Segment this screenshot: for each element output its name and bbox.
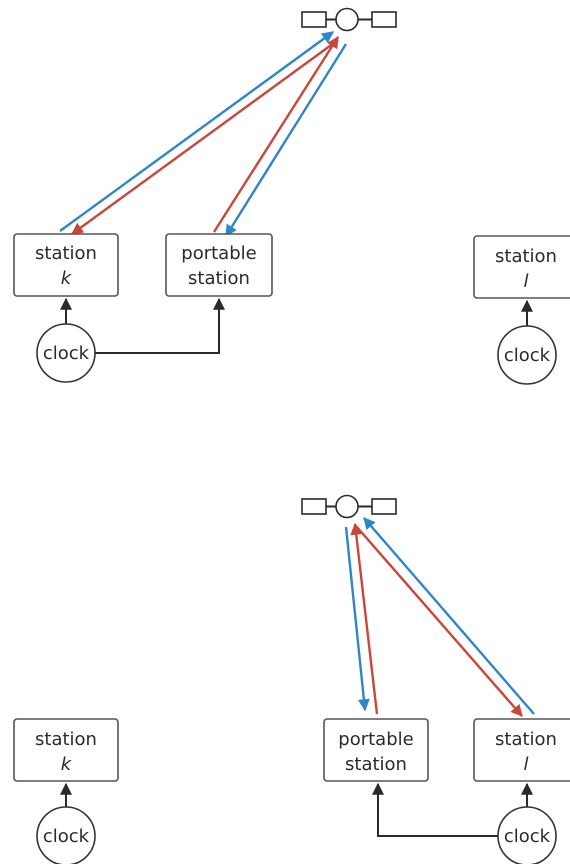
portable-station-box: portable station: [323, 718, 429, 782]
clock-k-to-portable-arrow: [95, 297, 225, 354]
station-l-box: station l: [473, 718, 570, 782]
station-k-box: station k: [13, 718, 119, 782]
signal-red-portable-to-satellite: [350, 522, 379, 715]
clock-k: clock: [36, 323, 96, 383]
station-k-id: k: [61, 268, 73, 289]
bottom-panel: station k portable station station l clo…: [13, 494, 570, 864]
station-l-id: l: [523, 754, 528, 775]
satellite-icon: [301, 7, 397, 32]
station-l-id: l: [523, 271, 528, 292]
signal-red-satellite-to-station-l: [355, 525, 523, 717]
signal-red-portable-to-satellite: [212, 35, 340, 233]
clock-k-label: clock: [43, 826, 90, 847]
clock-k-label: clock: [43, 343, 90, 364]
signal-blue-station-l-to-satellite: [363, 517, 535, 715]
station-l-label: station: [495, 246, 557, 267]
signal-blue-station-k-to-satellite: [59, 31, 334, 232]
portable-station-label-1: portable: [181, 243, 256, 264]
clock-l: clock: [497, 806, 557, 864]
top-panel: station k portable station station l clo…: [13, 7, 570, 385]
clock-k: clock: [36, 806, 96, 864]
portable-station-box: portable station: [165, 233, 273, 297]
signal-blue-satellite-to-portable: [344, 526, 370, 712]
station-l-box: station l: [473, 235, 570, 299]
signal-blue-satellite-to-portable: [224, 43, 348, 238]
portable-station-label-2: station: [345, 754, 407, 775]
station-k-box: station k: [13, 233, 119, 297]
portable-station-label-1: portable: [338, 729, 413, 750]
station-k-label: station: [35, 243, 97, 264]
clock-l-label: clock: [504, 826, 551, 847]
portable-station-label-2: station: [188, 268, 250, 289]
clock-l-label: clock: [504, 345, 551, 366]
station-l-label: station: [495, 729, 557, 750]
clock-l: clock: [497, 325, 557, 385]
satellite-icon: [301, 494, 397, 519]
signal-red-satellite-to-station-k: [71, 39, 339, 235]
clock-l-to-portable-arrow: [372, 782, 498, 837]
station-k-id: k: [61, 754, 73, 775]
station-k-label: station: [35, 729, 97, 750]
